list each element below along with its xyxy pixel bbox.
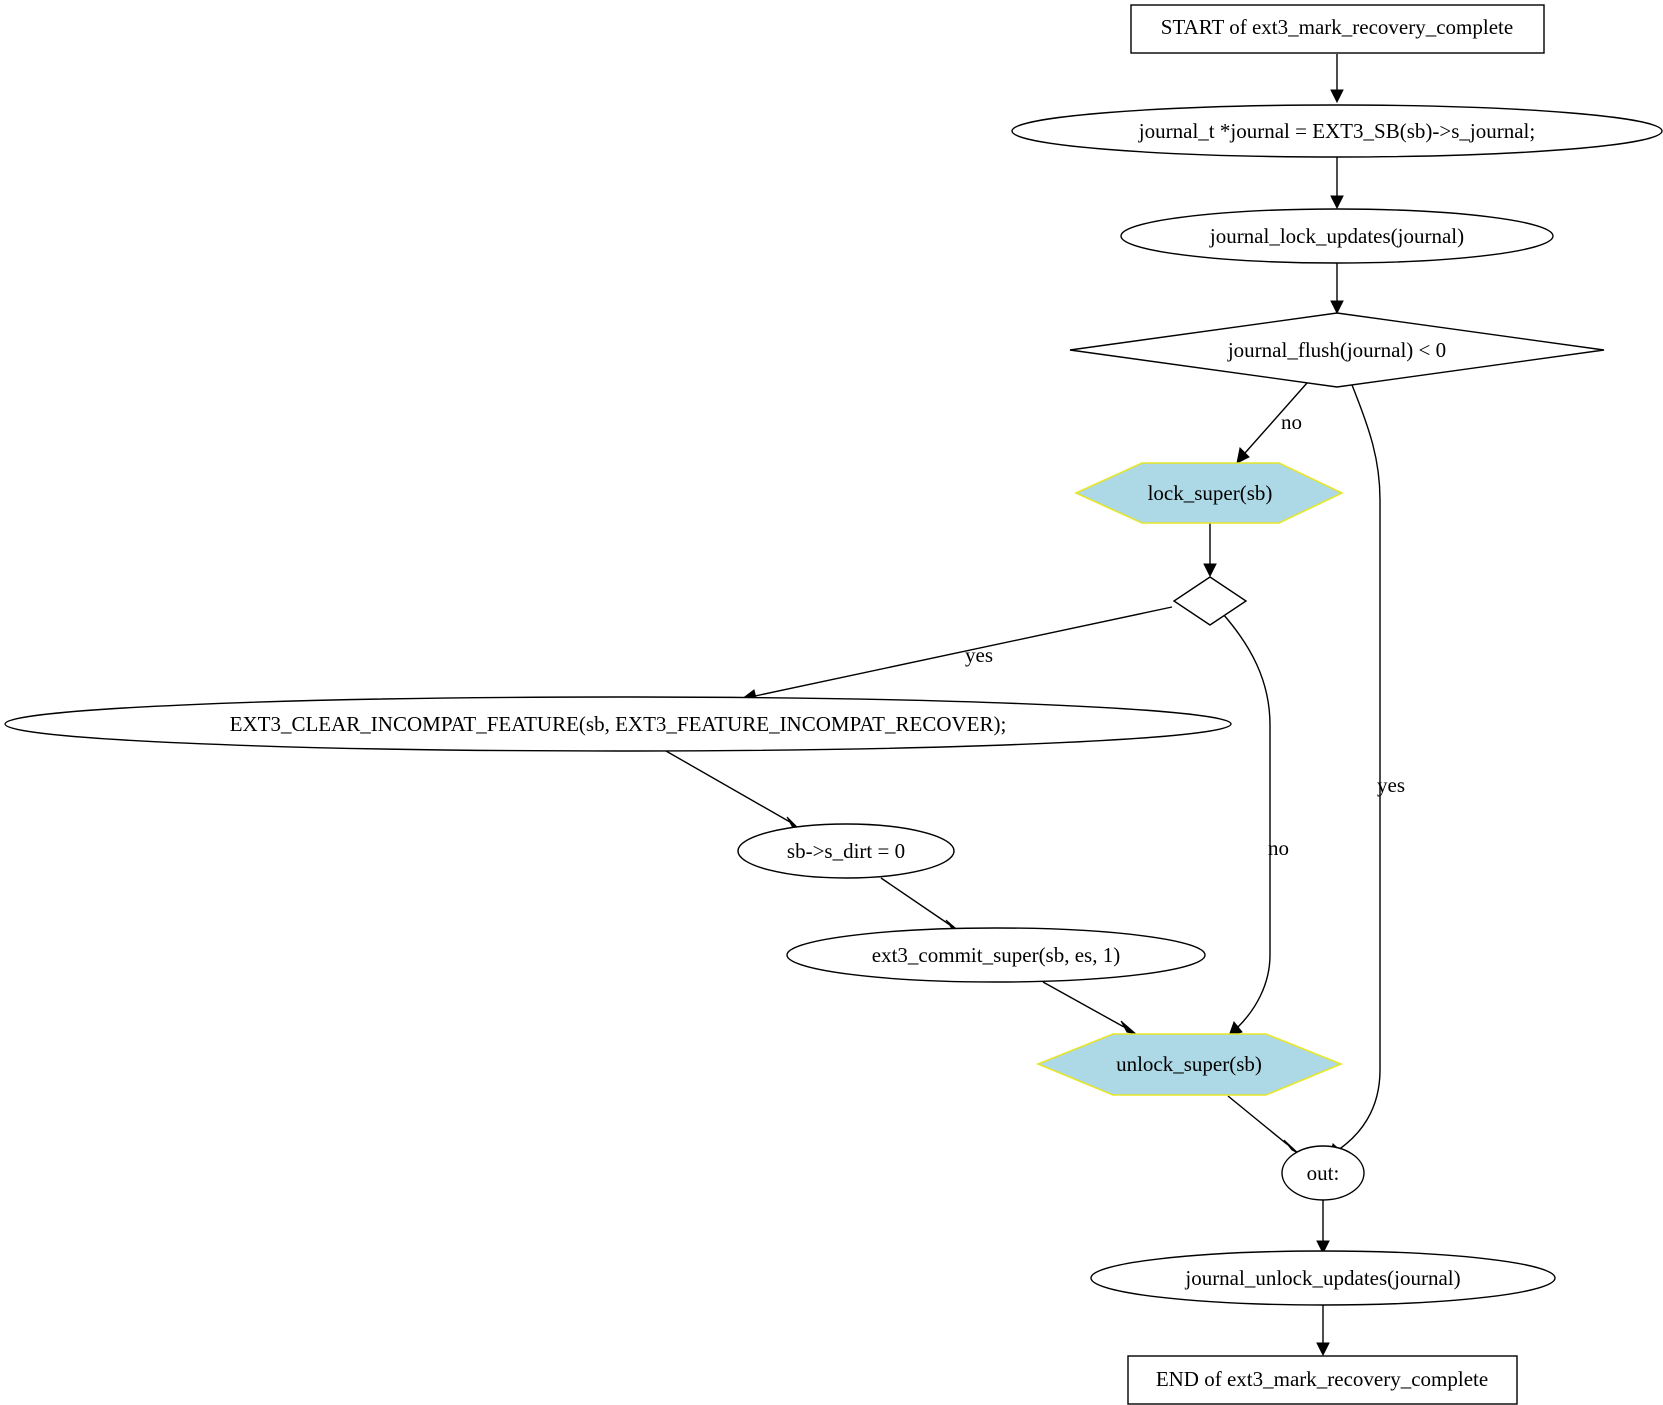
- flush-check-label: journal_flush(journal) < 0: [1227, 338, 1446, 362]
- journal-assign-ellipse: [1011, 104, 1663, 158]
- s-dirt-node: sb->s_dirt = 0: [737, 823, 955, 879]
- commit-super-label: ext3_commit_super(sb, es, 1): [872, 943, 1120, 967]
- edge-commit-to-unlock-super: [1042, 981, 1125, 1028]
- end-box: [1127, 1355, 1518, 1405]
- arrowhead: [1330, 89, 1344, 104]
- unlock-super-hexagon: [1035, 1033, 1344, 1096]
- commit-super-ellipse: [786, 927, 1206, 983]
- nodes: START of ext3_mark_recovery_complete jou…: [4, 4, 1663, 1405]
- feature-check-diamond: [1172, 576, 1248, 626]
- edge-clear-to-s-dirt: [665, 750, 791, 823]
- s-dirt-ellipse: [737, 823, 955, 879]
- edge-feature-yes-to-clear: [754, 606, 1173, 697]
- end-node: END of ext3_mark_recovery_complete: [1127, 1355, 1518, 1405]
- arrowhead: [1203, 563, 1217, 578]
- edge-labels: no yes yes no: [965, 410, 1405, 860]
- arrowhead: [1316, 1240, 1330, 1255]
- out-ellipse: [1281, 1145, 1365, 1201]
- edge-unlock-super-to-out: [1227, 1095, 1289, 1146]
- arrowhead: [1120, 1020, 1137, 1035]
- journal-assign-label: journal_t *journal = EXT3_SB(sb)->s_jour…: [1138, 119, 1535, 143]
- out-label: out:: [1307, 1161, 1340, 1185]
- lock-super-node: lock_super(sb): [1074, 462, 1344, 524]
- edge-flush-no-to-lock-super: [1244, 382, 1308, 454]
- edge-label-feature-yes: yes: [965, 643, 993, 667]
- flush-check-node: journal_flush(journal) < 0: [1069, 312, 1605, 388]
- out-node: out:: [1281, 1145, 1365, 1201]
- unlock-updates-node: journal_unlock_updates(journal): [1090, 1250, 1556, 1306]
- unlock-updates-label: journal_unlock_updates(journal): [1184, 1266, 1460, 1290]
- arrowhead: [1330, 300, 1344, 315]
- s-dirt-label: sb->s_dirt = 0: [787, 839, 905, 863]
- lock-updates-ellipse: [1120, 208, 1554, 264]
- lock-super-hexagon: [1074, 462, 1344, 524]
- edge-s-dirt-to-commit: [880, 877, 951, 926]
- clear-feature-ellipse: [4, 696, 1232, 752]
- edge-flush-yes-to-out: [1337, 384, 1381, 1151]
- start-label: START of ext3_mark_recovery_complete: [1161, 15, 1513, 39]
- start-box: [1130, 4, 1545, 54]
- clear-feature-node: EXT3_CLEAR_INCOMPAT_FEATURE(sb, EXT3_FEA…: [4, 696, 1232, 752]
- arrowhead: [1330, 195, 1344, 210]
- unlock-super-label: unlock_super(sb): [1116, 1052, 1262, 1076]
- edge-feature-no-to-unlock-super: [1222, 613, 1271, 1028]
- arrowhead: [1236, 446, 1250, 464]
- edge-label-feature-no: no: [1268, 836, 1289, 860]
- edge-label-flush-no: no: [1281, 410, 1302, 434]
- edge-label-flush-yes: yes: [1377, 773, 1405, 797]
- unlock-super-node: unlock_super(sb): [1035, 1033, 1344, 1096]
- commit-super-node: ext3_commit_super(sb, es, 1): [786, 927, 1206, 983]
- flush-check-diamond: [1069, 312, 1605, 388]
- arrowhead: [1283, 1139, 1299, 1154]
- start-node: START of ext3_mark_recovery_complete: [1130, 4, 1545, 54]
- lock-updates-label: journal_lock_updates(journal): [1209, 224, 1464, 248]
- arrowhead: [1316, 1342, 1330, 1357]
- lock-super-label: lock_super(sb): [1148, 481, 1273, 505]
- feature-check-node: [1172, 576, 1248, 626]
- lock-updates-node: journal_lock_updates(journal): [1120, 208, 1554, 264]
- clear-feature-label: EXT3_CLEAR_INCOMPAT_FEATURE(sb, EXT3_FEA…: [230, 712, 1007, 736]
- unlock-updates-ellipse: [1090, 1250, 1556, 1306]
- journal-assign-node: journal_t *journal = EXT3_SB(sb)->s_jour…: [1011, 104, 1663, 158]
- end-label: END of ext3_mark_recovery_complete: [1156, 1367, 1488, 1391]
